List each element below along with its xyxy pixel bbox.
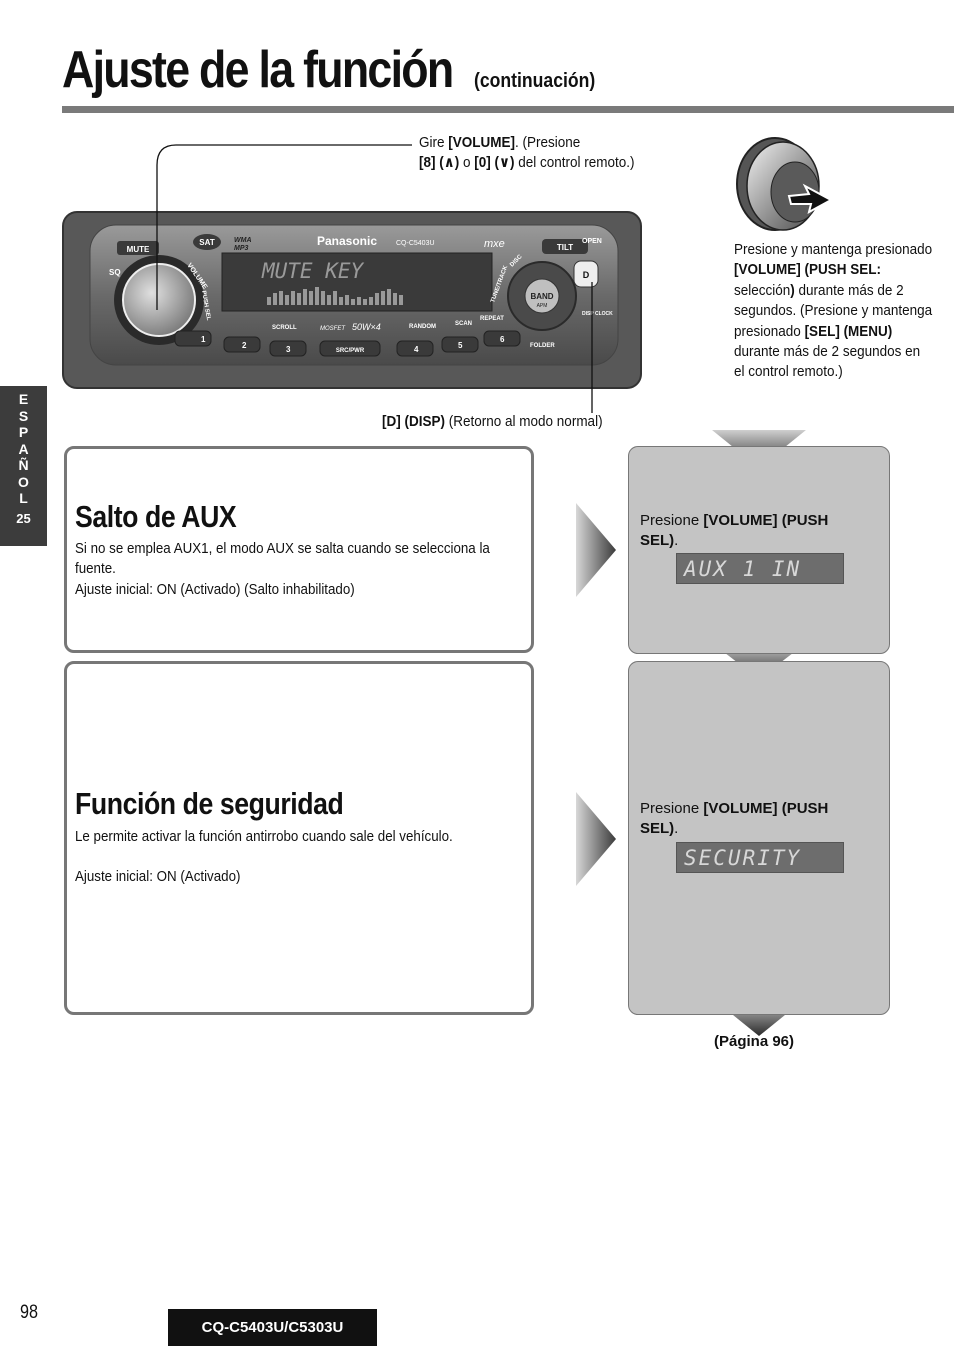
- model-label: CQ-C5403U: [396, 240, 435, 247]
- disp-callout: [D] (DISP) (Retorno al modo normal): [382, 413, 603, 430]
- language-side-tab: E S P A Ñ O L 25: [0, 386, 47, 546]
- side-tab-letter: E: [18, 391, 29, 407]
- security-description: Le permite activar la función antirrobo …: [75, 828, 453, 886]
- model-badge: CQ-C5403U/C5303U: [168, 1309, 377, 1346]
- radio-display-text: MUTE KEY: [261, 259, 365, 283]
- preset-button-6: 6: [500, 335, 505, 344]
- d-button-label: D: [583, 270, 590, 280]
- title-rule: [62, 106, 954, 113]
- side-tab-letter: L: [19, 490, 28, 506]
- security-lcd-display: SECURITY: [676, 842, 844, 873]
- page-reference: (Página 96): [714, 1033, 795, 1050]
- random-label: RANDOM: [409, 324, 436, 330]
- aux-skip-title: Salto de AUX: [75, 499, 237, 534]
- volume-knob-press-illustration: [736, 137, 834, 231]
- preset-button-3: 3: [286, 345, 291, 354]
- up-arrow-icon: ∧: [443, 154, 455, 171]
- scroll-label: SCROLL: [272, 325, 297, 331]
- preset-button-5: 5: [458, 341, 463, 350]
- security-section: Función de seguridad Le permite activar …: [64, 661, 534, 1015]
- security-step-text: Presione [VOLUME] (PUSH SEL).: [640, 800, 829, 838]
- aux-skip-step-text: Presione [VOLUME] (PUSH SEL).: [640, 512, 829, 550]
- preset-button-1: 1: [201, 335, 206, 344]
- band-label: BAND: [530, 292, 553, 301]
- car-radio-faceplate-illustration: MUTE KEY MUTE SQ SAT WMA MP3 Panasonic C…: [62, 211, 642, 389]
- side-tab-letter: P: [18, 424, 29, 440]
- security-step-panel: Presione [VOLUME] (PUSH SEL). SECURITY: [628, 661, 890, 1015]
- volume-callout: Gire [VOLUME]. (Presione [8] (∧) o [0] (…: [419, 134, 635, 171]
- mxe-logo: mxe: [484, 238, 505, 250]
- side-tab-number: 25: [16, 510, 31, 526]
- sq-label: SQ: [109, 268, 121, 277]
- side-tab-letter: O: [18, 473, 29, 490]
- scan-label: SCAN: [455, 321, 472, 327]
- src-pwr-button: SRC/PWR: [336, 348, 365, 354]
- tilt-label: TILT: [557, 243, 573, 252]
- repeat-label: REPEAT: [480, 316, 504, 322]
- down-arrow-icon: ∨: [498, 154, 510, 171]
- aux-skip-step-panel: Presione [VOLUME] (PUSH SEL). AUX 1 IN: [628, 446, 890, 654]
- sat-label: SAT: [199, 238, 215, 247]
- preset-button-4: 4: [414, 345, 419, 354]
- security-title: Función de seguridad: [75, 786, 344, 821]
- aux-lcd-display: AUX 1 IN: [676, 553, 844, 584]
- side-tab-letter: Ñ: [18, 457, 29, 473]
- page-title-main: Ajuste de la función: [62, 41, 454, 99]
- apm-label: APM: [537, 303, 548, 309]
- aux-skip-description: Si no se emplea AUX1, el modo AUX se sal…: [75, 540, 490, 598]
- mute-label: MUTE: [127, 245, 150, 254]
- folder-label: FOLDER: [530, 343, 555, 349]
- aux-skip-section: Salto de AUX Si no se emplea AUX1, el mo…: [64, 446, 534, 653]
- preset-button-2: 2: [242, 341, 247, 350]
- power-label: 50W×4: [352, 322, 381, 332]
- mp3-label: MP3: [234, 245, 249, 252]
- page-title-continuation: (continuación): [474, 70, 596, 92]
- wma-label: WMA: [234, 237, 252, 244]
- brand-logo: Panasonic: [317, 234, 377, 248]
- open-label: OPEN: [582, 238, 602, 245]
- side-tab-letter: A: [18, 440, 29, 457]
- page-title: Ajuste de la función (continuación): [62, 40, 595, 100]
- hold-volume-instruction: Presione y mantenga presionado [VOLUME] …: [734, 241, 933, 381]
- mosfet-label: MOSFET: [320, 326, 346, 332]
- disp-clock-label: DISP CLOCK: [582, 311, 613, 317]
- side-tab-letter: S: [18, 407, 29, 424]
- page-number: 98: [20, 1302, 38, 1323]
